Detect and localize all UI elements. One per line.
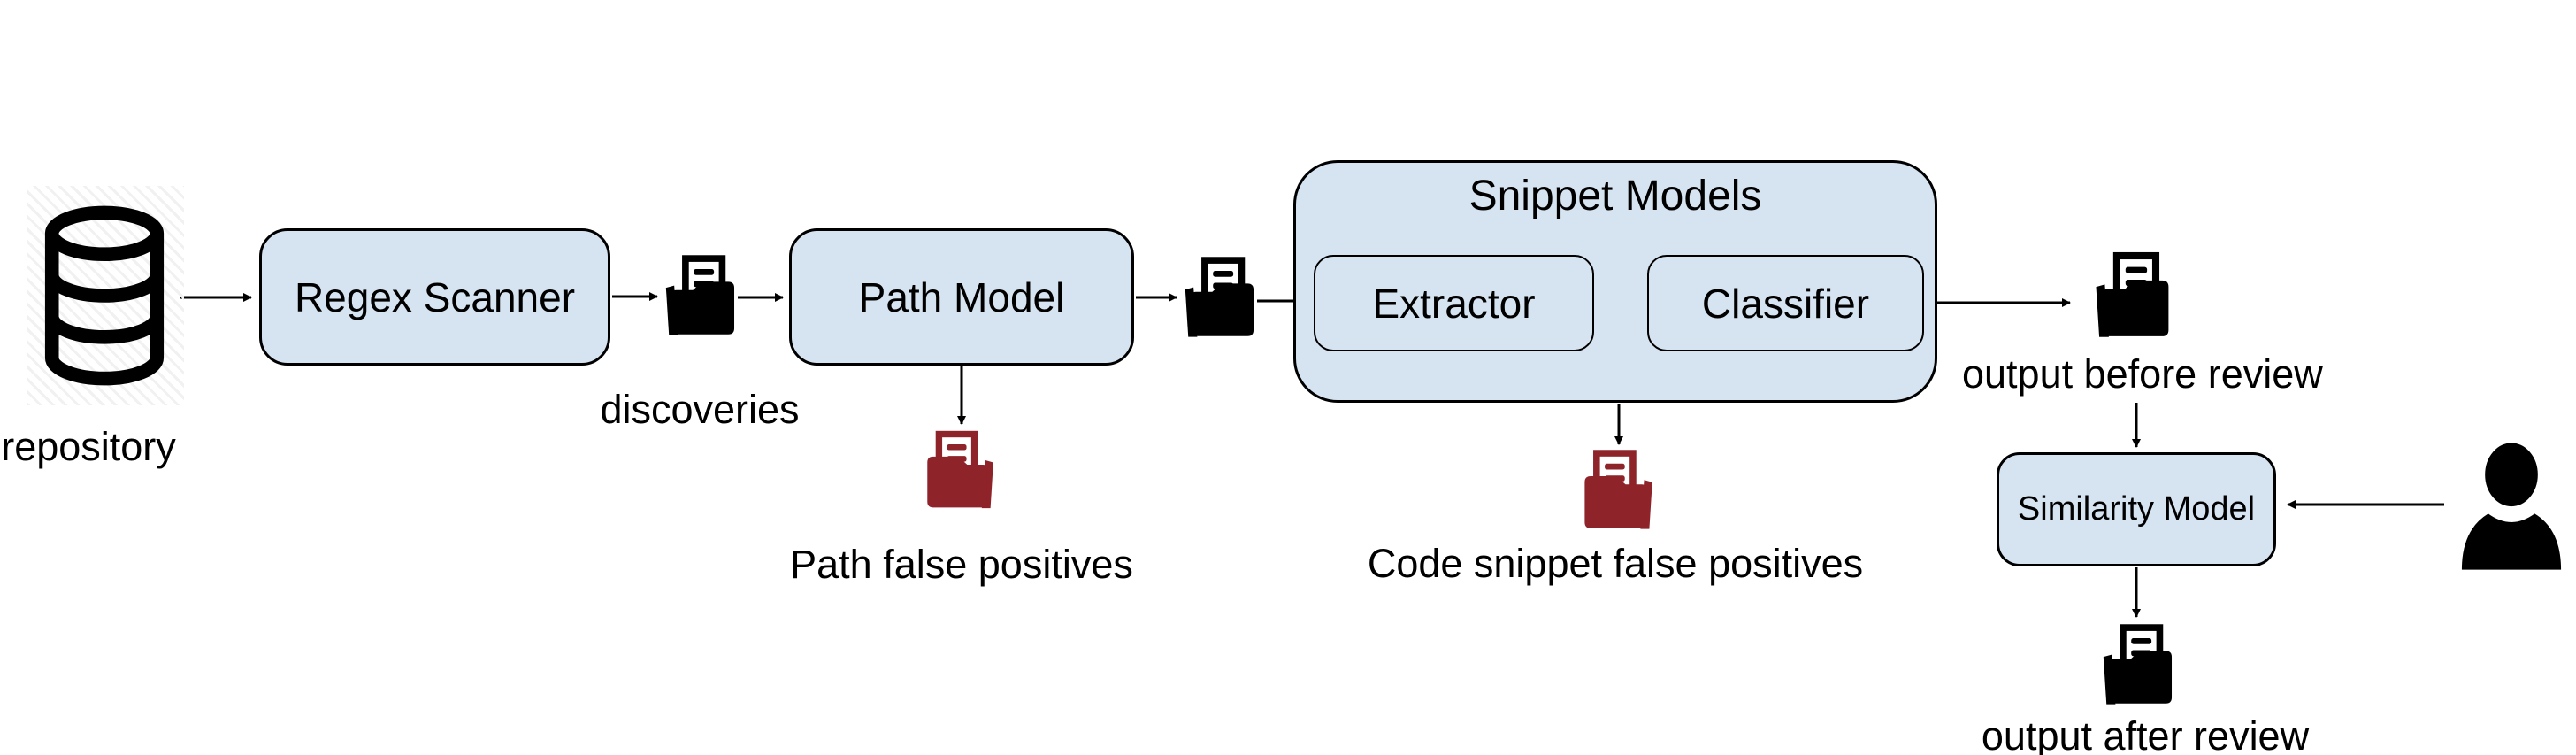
output-after-review-label: output after review bbox=[1981, 713, 2310, 755]
path-model-output-folder-icon bbox=[1181, 256, 1257, 340]
regex-scanner-node: Regex Scanner bbox=[259, 228, 610, 366]
snippet-models-title: Snippet Models bbox=[1468, 173, 1762, 220]
discoveries-folder-icon bbox=[662, 254, 738, 338]
output-before-review-label: output before review bbox=[1962, 351, 2323, 397]
extractor-node: Extractor bbox=[1314, 255, 1594, 351]
output-before-review-folder-icon bbox=[2092, 250, 2172, 341]
code-snippet-false-positives-folder-icon bbox=[1581, 449, 1657, 532]
discoveries-label: discoveries bbox=[600, 387, 800, 432]
path-false-positives-folder-icon bbox=[924, 429, 997, 512]
code-snippet-false-positives-label: Code snippet false positives bbox=[1367, 541, 1864, 586]
path-model-node: Path Model bbox=[789, 228, 1134, 366]
path-false-positives-label: Path false positives bbox=[790, 542, 1133, 587]
output-after-review-folder-icon bbox=[2099, 623, 2175, 707]
person-icon bbox=[2451, 427, 2572, 580]
database-icon bbox=[35, 195, 173, 397]
similarity-model-node: Similarity Model bbox=[1997, 452, 2276, 566]
repository-label: repository bbox=[1, 424, 176, 469]
classifier-node: Classifier bbox=[1647, 255, 1924, 351]
